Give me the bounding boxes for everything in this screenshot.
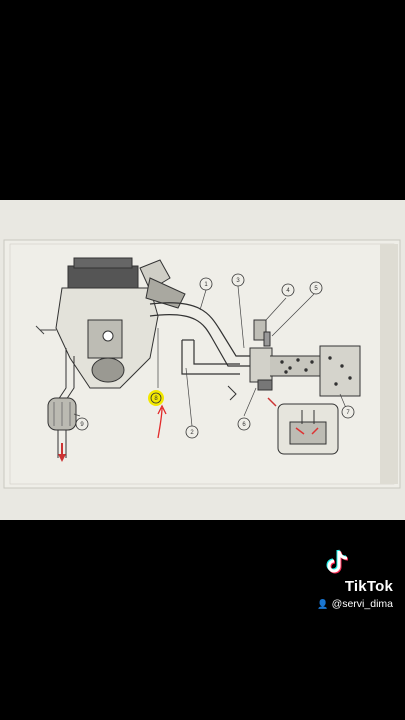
leader-lines [73, 285, 347, 427]
callout-5: 5 [309, 281, 323, 295]
svg-text:5: 5 [314, 286, 318, 292]
catalytic-converter [47, 348, 77, 462]
svg-text:8: 8 [154, 396, 158, 402]
username-text: @servi_dima [331, 598, 393, 610]
callout-labels: 1 2 3 4 5 6 7 8 9 [75, 273, 355, 439]
person-icon: 👤 [317, 599, 329, 609]
callout-4: 4 [281, 283, 295, 297]
svg-text:6: 6 [242, 422, 246, 428]
svg-text:7: 7 [346, 410, 350, 416]
exhaust-system-diagram: 1 2 3 4 5 6 7 8 9 [3, 239, 401, 489]
intake-pipe [35, 325, 56, 335]
red-annotation-arrow [157, 404, 167, 439]
egr-valve-assembly [227, 319, 361, 401]
callout-6: 6 [237, 417, 251, 431]
callout-1: 1 [199, 277, 213, 291]
svg-text:3: 3 [236, 278, 240, 284]
callout-7: 7 [341, 405, 355, 419]
tiktok-app-name: TikTok [344, 578, 393, 595]
svg-text:1: 1 [204, 282, 208, 288]
page-edge-shadow [380, 244, 398, 484]
callout-2: 2 [185, 425, 199, 439]
callout-3: 3 [231, 273, 245, 287]
creator-username: 👤@servi_dima [317, 598, 393, 610]
engine-block [55, 257, 186, 389]
tiktok-note-icon [326, 549, 349, 574]
inset-detail [267, 397, 339, 455]
exhaust-pipe [149, 302, 250, 375]
svg-text:4: 4 [286, 288, 290, 294]
callout-9: 9 [75, 417, 89, 431]
tiktok-watermark: TikTok 👤@servi_dima [273, 548, 393, 612]
svg-text:2: 2 [190, 430, 194, 436]
svg-text:9: 9 [80, 422, 84, 428]
callout-8-highlighted: 8 [148, 390, 164, 406]
